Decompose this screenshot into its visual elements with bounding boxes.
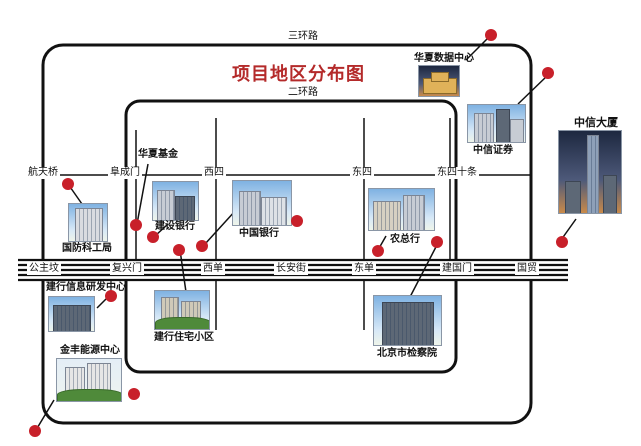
label-fuxingmen: 复兴门 <box>110 263 144 275</box>
pointer-procuratorate <box>409 242 439 298</box>
marker-zongheng[interactable] <box>372 245 384 257</box>
marker-procuratorate[interactable] <box>431 236 443 248</box>
photo-jinfeng <box>56 358 122 402</box>
label-huaxia-data: 华夏数据中心 <box>414 53 474 64</box>
label-ccb-residence: 建行住宅小区 <box>154 332 214 343</box>
marker-ccb[interactable] <box>147 231 159 243</box>
label-citic-tower: 中信大厦 <box>574 116 618 129</box>
marker-ccb-rd[interactable] <box>105 290 117 302</box>
label-xidan: 西单 <box>201 263 225 275</box>
pointer-ccb-residence <box>179 249 187 293</box>
label-xisi: 西四 <box>202 167 226 179</box>
marker-huaxia-data[interactable] <box>485 29 497 41</box>
marker-boc[interactable] <box>196 240 208 252</box>
label-jinfeng: 金丰能源中心 <box>60 345 120 356</box>
map-title: 项目地区分布图 <box>232 64 365 85</box>
label-ccb-rd: 建行信息研发中心 <box>46 282 126 293</box>
label-dongsi: 东四 <box>350 167 374 179</box>
label-dongdan: 东单 <box>352 263 376 275</box>
label-procuratorate: 北京市检察院 <box>377 348 437 359</box>
label-citic-sec: 中信证券 <box>473 145 513 156</box>
marker-jinfeng[interactable] <box>29 425 41 437</box>
label-huaxia-fund: 华夏基金 <box>138 149 178 160</box>
second-ring-road <box>124 99 458 374</box>
marker-ccb-residence[interactable] <box>173 244 185 256</box>
label-fuchengmen: 阜成门 <box>108 167 142 179</box>
photo-zongheng <box>368 188 435 231</box>
marker-boc-east[interactable] <box>291 215 303 227</box>
photo-guofang <box>68 203 108 242</box>
photo-huaxia-data <box>418 65 460 97</box>
label-gongzhufen: 公主坟 <box>27 263 61 275</box>
marker-guofang[interactable] <box>62 178 74 190</box>
pointer-huaxia-data <box>465 35 491 61</box>
photo-ccb <box>152 181 199 221</box>
label-zongheng: 农总行 <box>390 234 420 245</box>
pointer-huaxia-fund <box>136 163 149 225</box>
marker-citic-tower[interactable] <box>556 236 568 248</box>
label-ccb: 建设银行 <box>155 221 195 232</box>
label-jianguomen: 建国门 <box>440 263 474 275</box>
photo-ccb-rd <box>48 296 95 332</box>
label-hangtianqiao: 航天桥 <box>26 167 60 179</box>
marker-citic-sec[interactable] <box>542 67 554 79</box>
marker-huaxia-fund[interactable] <box>130 219 142 231</box>
label-guomao: 国贸 <box>515 263 539 275</box>
photo-ccb-residence <box>154 290 210 330</box>
pointer-boc <box>204 209 237 245</box>
photo-boc <box>232 180 292 226</box>
label-changanjie: 长安街 <box>274 263 308 275</box>
label-dongsishitiao: 东四十条 <box>435 167 479 179</box>
pointer-citic-sec <box>517 75 548 105</box>
label-third-ring: 三环路 <box>286 31 320 43</box>
label-second-ring: 二环路 <box>286 87 320 99</box>
label-guofang: 国防科工局 <box>62 243 112 254</box>
marker-jinfeng-east[interactable] <box>128 388 140 400</box>
photo-citic-tower <box>558 130 622 214</box>
photo-procuratorate <box>373 295 442 346</box>
label-boc: 中国银行 <box>239 228 279 239</box>
pointer-jinfeng <box>35 399 55 431</box>
third-ring-road <box>41 43 533 425</box>
photo-citic-sec <box>467 104 526 143</box>
